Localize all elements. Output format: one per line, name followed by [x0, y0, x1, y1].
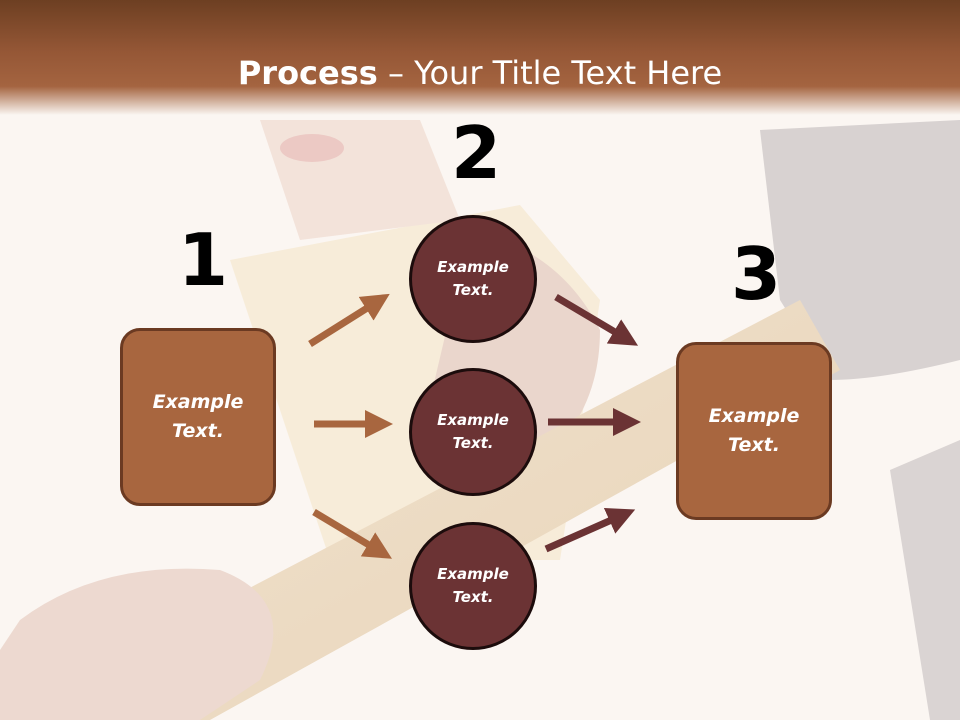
slide-title: Process – Your Title Text Here: [0, 54, 960, 92]
title-rest: – Your Title Text Here: [377, 54, 723, 92]
arrow-top-to-3: [554, 293, 639, 346]
node-top: Example Text.: [409, 215, 537, 343]
title-bold: Process: [237, 54, 378, 92]
header-band: [0, 0, 960, 115]
arrow-1-to-bottom: [312, 508, 393, 559]
node-bottom: Example Text.: [409, 522, 537, 650]
node-middle-text: Example Text.: [437, 411, 509, 452]
step-1-text: Example Text.: [152, 391, 244, 442]
step-number-1: 1: [178, 218, 229, 302]
step-number-2: 2: [451, 111, 502, 195]
step-1-box: Example Text.: [120, 328, 276, 506]
arrow-bottom-to-3: [544, 508, 636, 553]
step-number-3: 3: [731, 232, 782, 316]
node-bottom-text: Example Text.: [437, 565, 509, 606]
node-middle: Example Text.: [409, 368, 537, 496]
node-top-text: Example Text.: [437, 258, 509, 299]
arrow-1-to-top: [308, 293, 390, 347]
step-3-box: Example Text.: [676, 342, 832, 520]
step-3-text: Example Text.: [708, 405, 800, 456]
